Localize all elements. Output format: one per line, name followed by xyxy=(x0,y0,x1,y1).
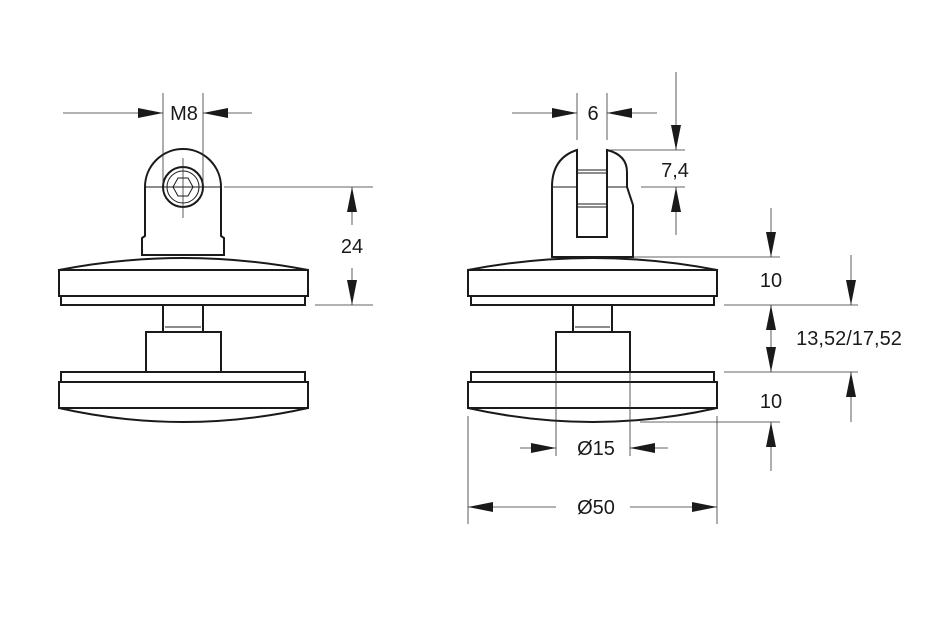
gap-label: 13,52/17,52 xyxy=(796,328,902,350)
right-stem xyxy=(572,304,613,333)
hex-socket-icon xyxy=(172,177,194,197)
left-head xyxy=(141,148,225,256)
block-diameter-label: Ø15 xyxy=(577,438,615,460)
upper-disc-thickness-label: 10 xyxy=(760,270,782,292)
left-view: M8 24 xyxy=(58,93,373,423)
thread-label: M8 xyxy=(170,103,198,125)
left-upper-disc xyxy=(58,257,309,306)
height-label: 24 xyxy=(341,236,363,258)
right-upper-disc xyxy=(467,257,718,306)
right-lower-disc xyxy=(467,371,718,423)
disc-diameter-label: Ø50 xyxy=(577,497,615,519)
left-stem xyxy=(162,304,204,333)
right-block xyxy=(555,331,631,373)
left-block xyxy=(145,331,222,373)
right-head xyxy=(551,148,634,258)
lower-disc-thickness-label: 10 xyxy=(760,391,782,413)
slot-width-label: 6 xyxy=(587,103,598,125)
slot-depth-label: 7,4 xyxy=(661,160,689,182)
left-lower-disc xyxy=(58,371,309,423)
right-view: 6 7,4 10 13,52/17,52 10 xyxy=(467,72,902,524)
